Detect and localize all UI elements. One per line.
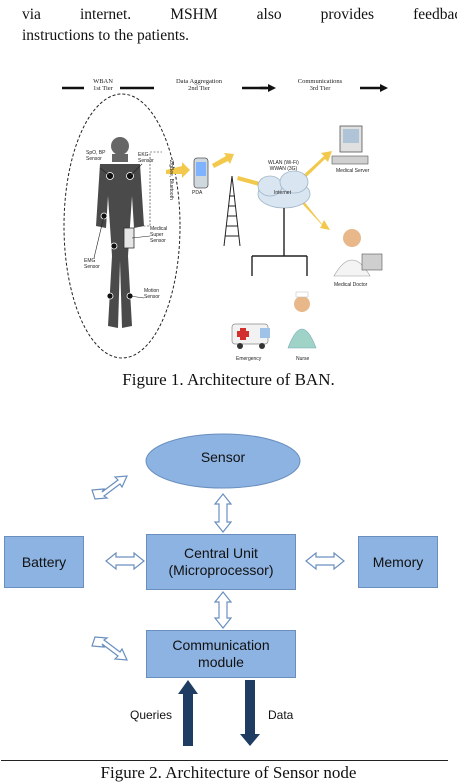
tower-icon — [224, 176, 240, 246]
word: internet. — [80, 4, 131, 25]
medical-doctor-label: Medical Doctor — [334, 282, 367, 288]
tier-3-line1: Communications — [280, 78, 360, 85]
pda-label: PDA — [192, 190, 202, 196]
figure-2-sensor-node: Sensor Central Unit (Microprocessor) Bat… — [0, 432, 457, 747]
wwan-line: WWAN (3G) — [268, 166, 299, 172]
tier-3-label: Communications 3rd Tier — [280, 78, 360, 92]
emg-label: EMG Sensor — [84, 258, 100, 270]
pda-device — [194, 158, 208, 188]
word: via — [22, 4, 41, 25]
spo2-label: SpO, BP Sensor — [86, 150, 105, 162]
medical-server-label: Medical Server — [336, 168, 369, 174]
motion-label: Motion Sensor — [144, 288, 160, 300]
footnote-rule — [1, 760, 448, 761]
communication-module-box: Communication module — [146, 630, 296, 678]
word: feedback — [413, 4, 457, 25]
motion-line2: Sensor — [144, 294, 160, 300]
paragraph-line-2: instructions to the patients. — [22, 25, 457, 46]
medical-doctor-icon — [334, 229, 382, 276]
data-arrow — [240, 680, 260, 746]
arrow-central-memory — [306, 553, 344, 569]
arrow-battery-central — [106, 553, 144, 569]
queries-arrow — [178, 680, 198, 746]
arrow-diagonal-top — [92, 476, 127, 499]
queries-label: Queries — [130, 708, 172, 722]
nurse-icon — [288, 292, 316, 348]
ekg-line2: Sensor — [138, 158, 154, 164]
medical-super-label: Medical Super Sensor — [150, 226, 167, 244]
tier-1-label: WBAN 1st Tier — [86, 78, 120, 92]
arrow-central-comm — [215, 592, 231, 628]
body-figure — [96, 137, 144, 328]
comm-line2: module — [198, 654, 244, 671]
network-lines — [252, 208, 307, 276]
emergency-label: Emergency — [236, 356, 261, 362]
data-label: Data — [268, 708, 293, 722]
sensor-label: Sensor — [146, 449, 300, 465]
figure-1-drawing — [62, 76, 396, 366]
wlan-label: WLAN (Wi-Fi) WWAN (3G) — [268, 160, 299, 172]
comm-line1: Communication — [172, 637, 269, 654]
central-unit-box: Central Unit (Microprocessor) — [146, 534, 296, 590]
central-unit-line1: Central Unit — [184, 545, 258, 562]
medical-server-icon — [332, 126, 368, 164]
paragraph-line-1: via internet. MSHM also provides feedbac… — [22, 4, 457, 25]
internet-label: Internet — [274, 190, 291, 196]
tier-2-line2: 2nd Tier — [154, 85, 244, 92]
word: also — [257, 4, 282, 25]
word: provides — [321, 4, 374, 25]
spo2-line2: Sensor — [86, 156, 105, 162]
central-unit-line2: (Microprocessor) — [168, 562, 273, 579]
tier-3-line2: 3rd Tier — [280, 85, 360, 92]
figure-1-ban-architecture: WBAN 1st Tier Data Aggregation 2nd Tier … — [62, 76, 396, 366]
figure-2-caption: Figure 2. Architecture of Sensor node — [0, 763, 457, 783]
medical-super-line3: Sensor — [150, 238, 167, 244]
arrow-diagonal-bottom — [92, 637, 127, 660]
ekg-label: EKG Sensor — [138, 152, 154, 164]
tier-2-line1: Data Aggregation — [154, 78, 244, 85]
word: MSHM — [170, 4, 217, 25]
zigbee-label: ZigBee, Bluetooth — [168, 160, 174, 200]
body-paragraph: via internet. MSHM also provides feedbac… — [22, 4, 457, 46]
battery-box: Battery — [4, 536, 84, 588]
figure-1-caption: Figure 1. Architecture of BAN. — [0, 370, 457, 390]
ambulance-icon — [232, 324, 270, 349]
tier-2-label: Data Aggregation 2nd Tier — [154, 78, 244, 92]
tier-1-line1: WBAN — [86, 78, 120, 85]
nurse-label: Nurse — [296, 356, 309, 362]
arrow-sensor-central — [215, 494, 231, 532]
tier-1-line2: 1st Tier — [86, 85, 120, 92]
emg-line2: Sensor — [84, 264, 100, 270]
memory-box: Memory — [358, 536, 438, 588]
